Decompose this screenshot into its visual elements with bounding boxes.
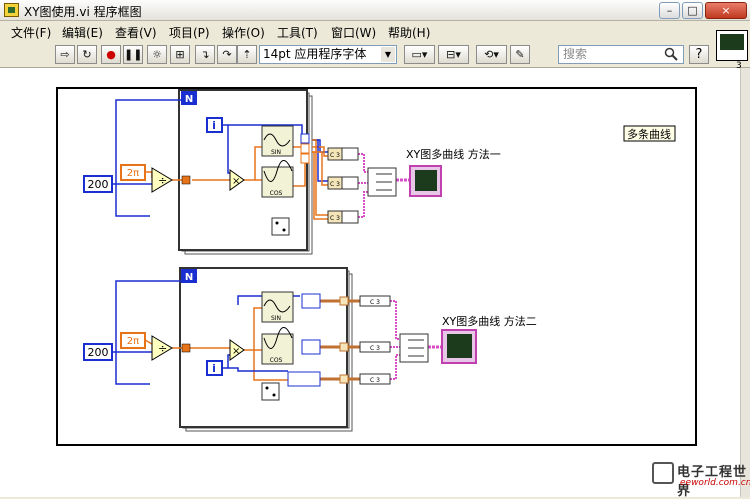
search-icon[interactable] — [664, 47, 678, 61]
cos-bottom-text: COS — [270, 357, 283, 364]
loop-count-bottom-text: N — [185, 272, 193, 283]
search-input[interactable]: 搜索 — [558, 45, 684, 64]
comment-box — [623, 125, 676, 142]
minimize-button[interactable]: – — [659, 2, 680, 19]
random-number-top — [271, 217, 290, 236]
two-pi-constant-top — [120, 164, 146, 181]
clean-up-diagram-icon[interactable]: ✎ — [510, 45, 530, 64]
title-bar: XY图使用.vi 程序框图 – □ × — [0, 0, 750, 21]
cos-top-text: COS — [270, 190, 283, 197]
context-help-button[interactable]: ? — [689, 45, 709, 64]
eeworld-logo-icon — [652, 462, 674, 484]
step-out-icon[interactable]: ⇡ — [237, 45, 257, 64]
divide-node-top — [151, 167, 173, 193]
step-over-icon[interactable]: ↷ — [217, 45, 237, 64]
multiply-node-bottom — [229, 339, 245, 361]
sin-bottom-text: SIN — [271, 315, 281, 322]
svg-text:C 3: C 3 — [370, 345, 380, 352]
two-pi-bottom-text: 2π — [127, 336, 139, 347]
block-diagram: 200 2π ÷ N i × SIN COS — [56, 87, 697, 446]
multiply-symbol-top: × — [232, 176, 240, 187]
chevron-down-icon: ▼ — [381, 47, 395, 62]
multiply-symbol-bottom: × — [232, 346, 240, 357]
bundle-nodes-top: C 3 C 3 C 3 — [327, 147, 359, 224]
divide-node-bottom — [151, 335, 173, 361]
font-select-value: 14pt 应用程序字体 — [263, 47, 367, 61]
watermark-text: 电子工程世界 — [677, 465, 748, 499]
svg-text:C 3: C 3 — [330, 215, 340, 222]
random-number-bottom — [261, 382, 280, 401]
reorder-icon[interactable]: ⟲▾ — [476, 45, 507, 64]
loop-index-top — [206, 117, 223, 133]
window-title: XY图使用.vi 程序框图 — [24, 5, 142, 19]
constant-200-bottom-text: 200 — [88, 346, 109, 359]
two-pi-constant-bottom — [120, 332, 146, 349]
vertical-scrollbar[interactable] — [740, 68, 750, 497]
out-tunnel-top-3 — [300, 153, 310, 164]
two-pi-top-text: 2π — [127, 168, 139, 179]
bundle-nodes-bottom: C 3 C 3 C 3 — [287, 293, 391, 387]
multiply-node-top — [229, 169, 245, 191]
loop-count-top — [181, 91, 197, 105]
menu-project[interactable]: 项目(P) — [169, 26, 210, 40]
block-diagram-canvas[interactable]: 200 2π ÷ N i × SIN COS — [0, 68, 740, 497]
pause-icon[interactable]: ❚❚ — [123, 45, 143, 64]
loop-tunnel-bottom — [181, 343, 191, 353]
constant-200-top — [83, 175, 113, 193]
menu-view[interactable]: 查看(V) — [115, 26, 157, 40]
menu-window[interactable]: 窗口(W) — [331, 26, 377, 40]
close-button[interactable]: × — [705, 2, 747, 19]
loop-index-bottom — [206, 360, 223, 376]
step-into-icon[interactable]: ↴ — [195, 45, 215, 64]
svg-text:C 3: C 3 — [330, 152, 340, 159]
wires-bottom — [112, 280, 442, 385]
svg-text:C 3: C 3 — [370, 299, 380, 306]
vi-icon[interactable] — [716, 30, 748, 61]
comment-text: 多条曲线 — [627, 127, 671, 141]
loop-count-top-text: N — [185, 94, 193, 105]
maximize-button[interactable]: □ — [682, 2, 703, 19]
loop-index-bottom-text: i — [212, 362, 216, 375]
menu-bar: 文件(F) 编辑(E) 查看(V) 项目(P) 操作(O) 工具(T) 窗口(W… — [0, 21, 750, 41]
diagram-frame — [56, 87, 697, 446]
divide-symbol-top: ÷ — [158, 174, 167, 187]
menu-operate[interactable]: 操作(O) — [222, 26, 265, 40]
graph1-label: XY图多曲线 方法一 — [406, 147, 501, 161]
loop-tunnel-top — [181, 175, 191, 185]
abort-icon[interactable]: ● — [101, 45, 121, 64]
loop-count-bottom — [181, 269, 197, 283]
cos-node-top — [261, 166, 294, 198]
divide-symbol-bottom: ÷ — [158, 342, 167, 355]
run-arrow-icon[interactable]: ⇨ — [55, 45, 75, 64]
run-continuously-icon[interactable]: ↻ — [77, 45, 97, 64]
menu-file[interactable]: 文件(F) — [11, 26, 52, 40]
loop-index-top-text: i — [212, 119, 216, 132]
graph2-label: XY图多曲线 方法二 — [442, 314, 537, 328]
cos-node-bottom — [261, 333, 294, 365]
highlight-execution-icon[interactable]: ☼ — [147, 45, 167, 64]
retain-wire-values-icon[interactable]: ⊞ — [170, 45, 190, 64]
out-tunnel-top-2 — [300, 143, 310, 154]
watermark-subtext: eeworld.com.cn — [680, 478, 750, 488]
out-tunnel-top-1 — [300, 133, 310, 144]
distribute-objects-icon[interactable]: ⊟▾ — [438, 45, 469, 64]
menu-edit[interactable]: 编辑(E) — [62, 26, 103, 40]
menu-help[interactable]: 帮助(H) — [388, 26, 431, 40]
svg-text:C 3: C 3 — [330, 181, 340, 188]
font-select[interactable]: 14pt 应用程序字体 ▼ — [259, 45, 397, 64]
vi-icon-number: 3 — [736, 61, 742, 71]
sin-node-top — [261, 125, 294, 157]
align-objects-icon[interactable]: ▭▾ — [404, 45, 435, 64]
menu-tools[interactable]: 工具(T) — [277, 26, 318, 40]
sin-top-text: SIN — [271, 149, 281, 156]
constant-200-bottom — [83, 343, 113, 361]
svg-text:C 3: C 3 — [370, 377, 380, 384]
sin-node-bottom — [261, 291, 294, 323]
constant-200-top-text: 200 — [88, 178, 109, 191]
labview-app-icon — [4, 3, 19, 17]
